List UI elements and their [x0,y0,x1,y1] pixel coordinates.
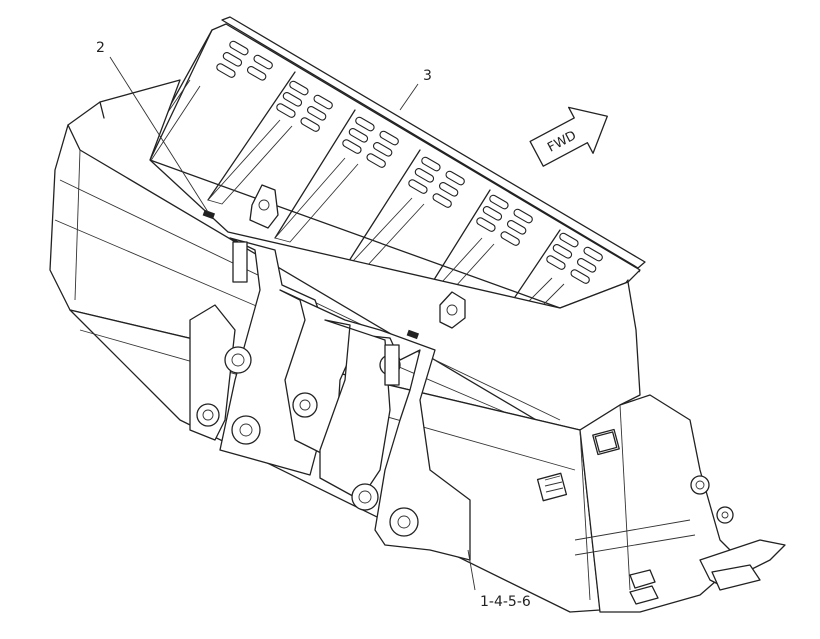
forward-arrow-icon: FWD [529,106,608,167]
callout-3: 3 [423,68,432,84]
mounting-brackets [189,184,471,561]
callout-2: 2 [96,40,105,56]
logo-plate [594,431,618,453]
guard-slots [216,40,603,284]
callout-1-4-5-6: 1-4-5-6 [480,594,531,610]
callout-leaders [109,56,476,591]
